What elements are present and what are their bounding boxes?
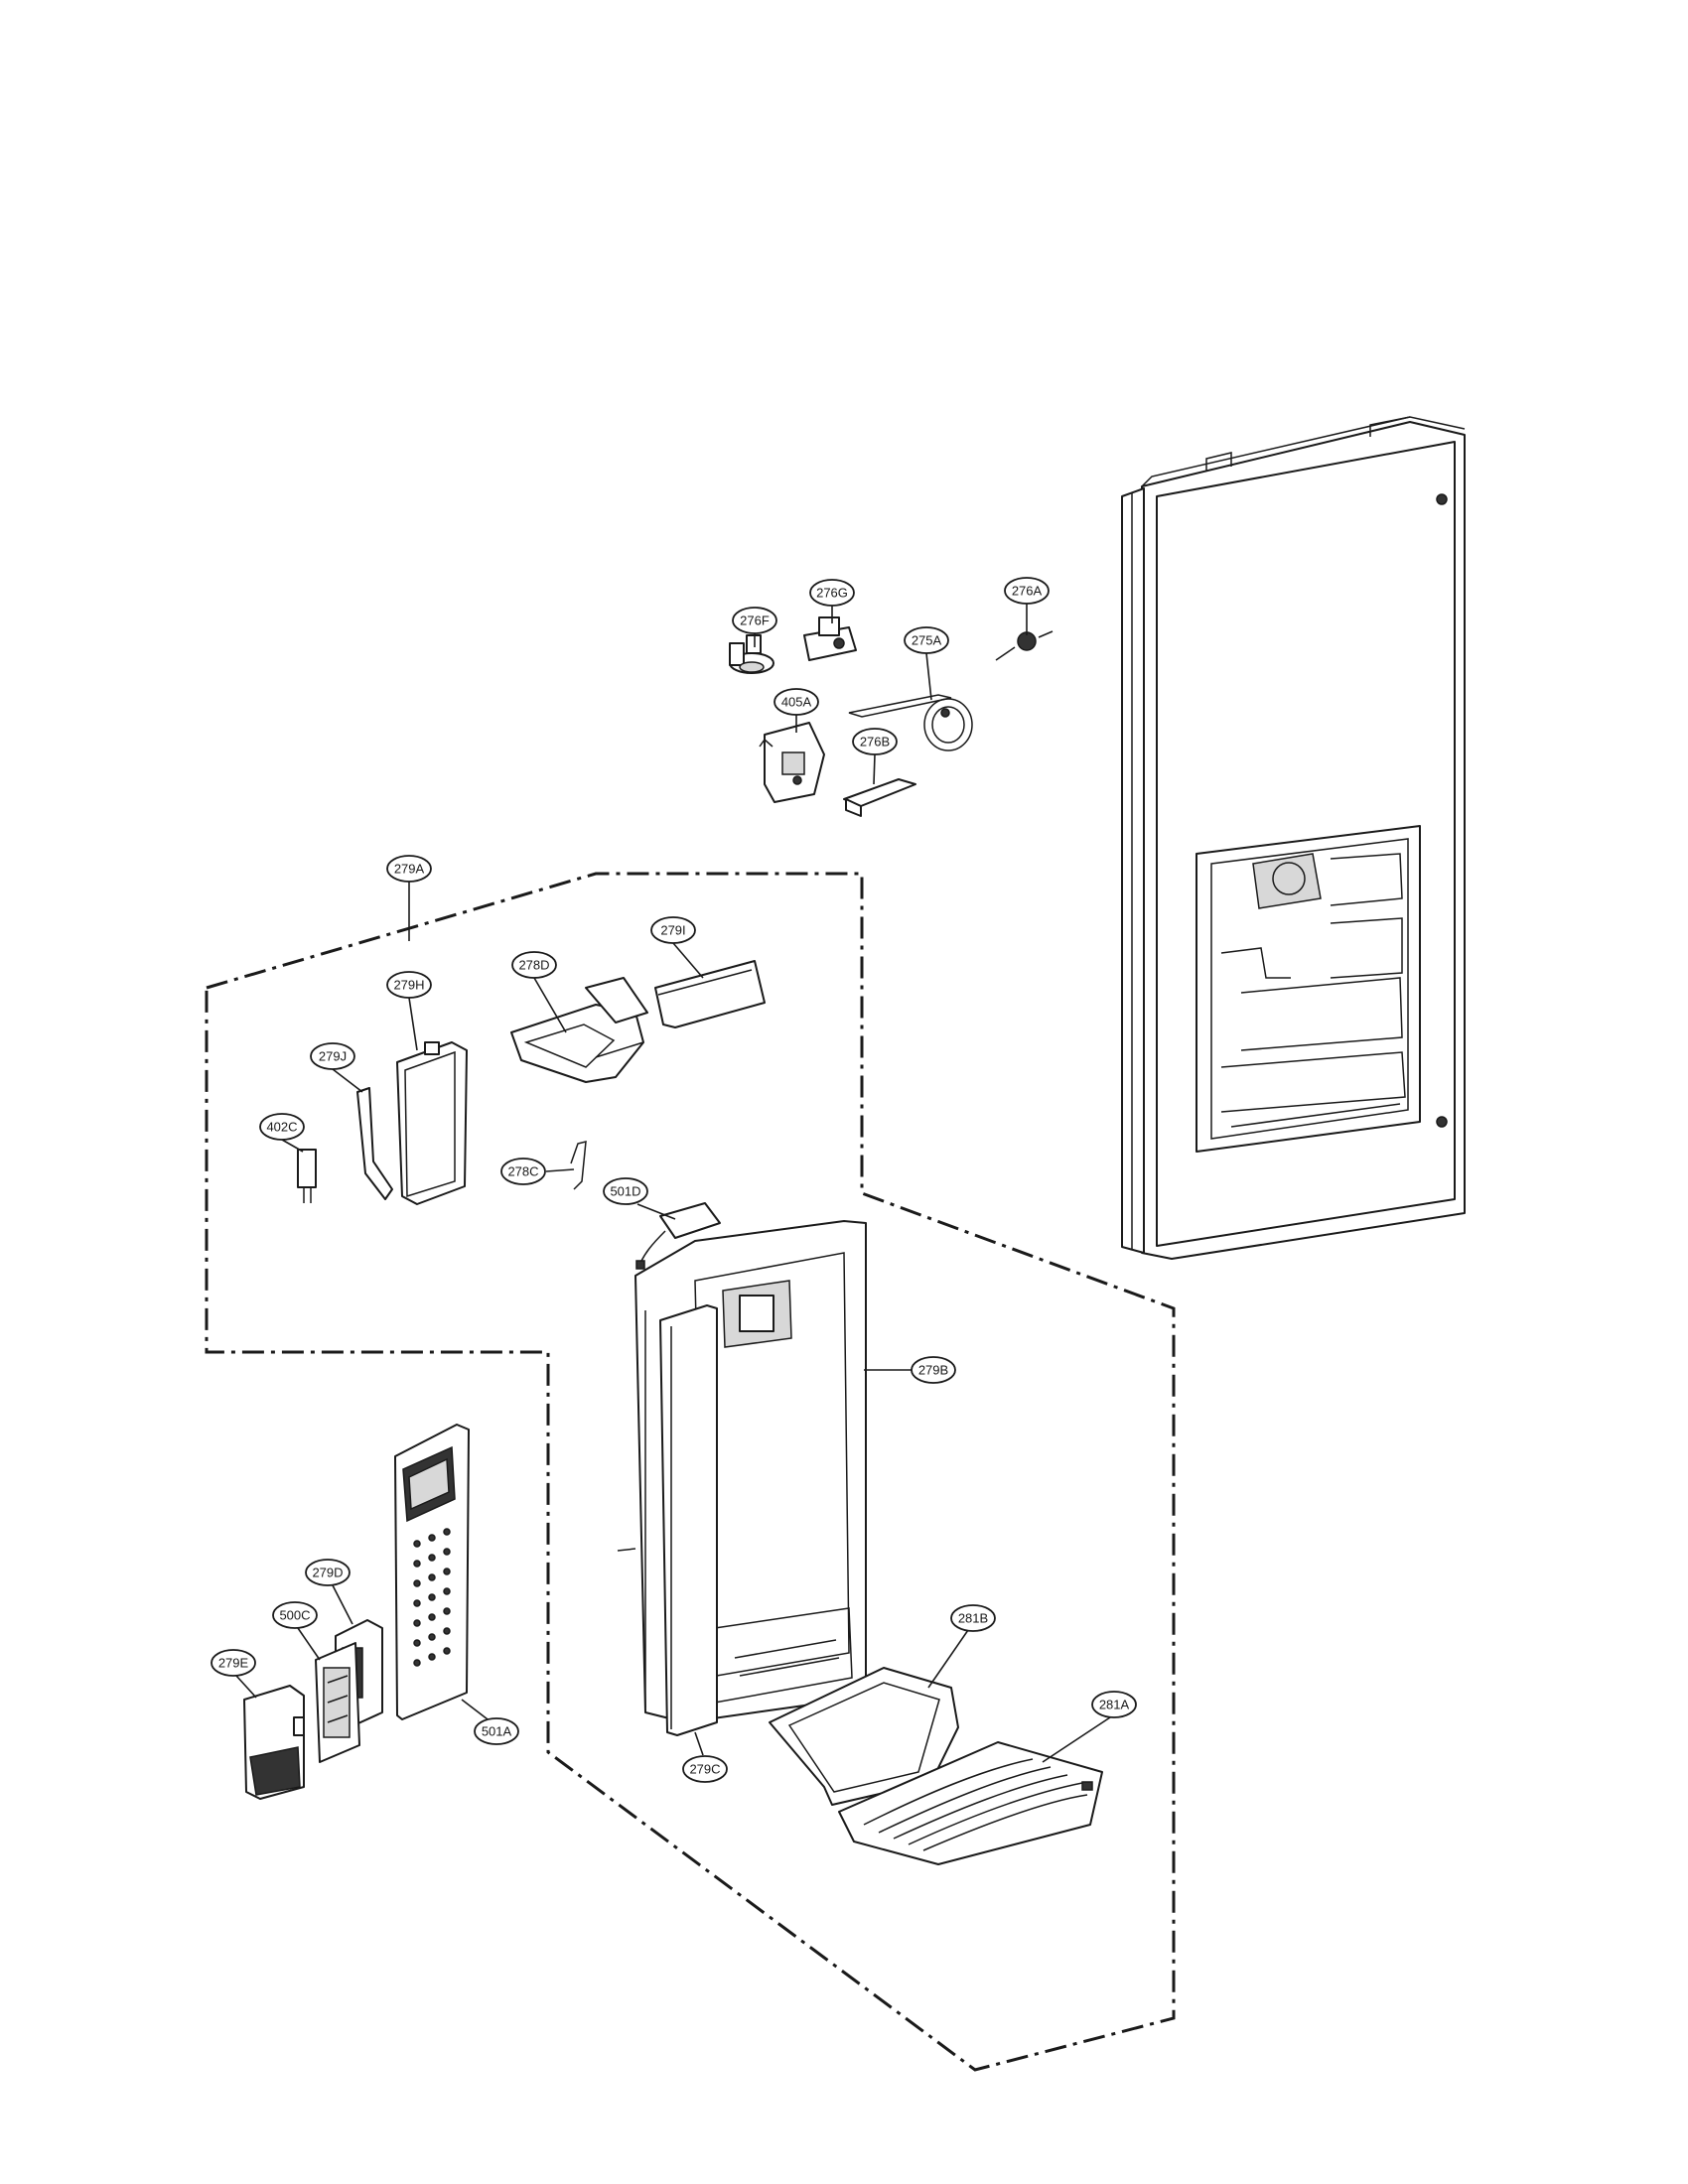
callout-label: 276B [860, 735, 890, 750]
part-281B-drip-tray [769, 1667, 959, 1806]
callout-279H: 279H [386, 971, 432, 999]
callout-501D: 501D [603, 1177, 648, 1205]
callout-276B: 276B [852, 728, 898, 755]
button-grid [413, 1528, 451, 1667]
callout-label: 279D [312, 1566, 343, 1580]
part-281A-grille [838, 1741, 1103, 1865]
part-402C-switch [297, 1149, 317, 1203]
callout-label: 279H [393, 978, 424, 993]
callout-279C: 279C [682, 1755, 728, 1783]
callout-label: 501A [482, 1724, 512, 1739]
part-405A-solenoid [759, 722, 825, 803]
part-501D-pcb [635, 1202, 721, 1270]
callout-label: 405A [781, 695, 812, 710]
callout-label: 402C [266, 1120, 297, 1135]
callout-500C: 500C [272, 1601, 318, 1629]
callout-501A: 501A [474, 1717, 519, 1745]
part-276G-valve [803, 616, 857, 661]
part-279J-lever [356, 1087, 393, 1200]
callout-281A: 281A [1091, 1691, 1137, 1718]
part-279I-cover [654, 960, 766, 1028]
callout-label: 279A [394, 862, 425, 877]
callout-label: 281A [1099, 1698, 1130, 1712]
callout-279A: 279A [386, 855, 432, 883]
part-275A-heater-wire [848, 694, 973, 751]
callout-label: 500C [279, 1608, 310, 1623]
callout-279B: 279B [911, 1356, 956, 1384]
callout-402C: 402C [259, 1113, 305, 1141]
callout-405A: 405A [774, 688, 819, 716]
callout-276F: 276F [732, 607, 777, 634]
callout-label: 275A [912, 633, 942, 648]
callout-label: 278C [507, 1164, 538, 1179]
callout-279J: 279J [310, 1042, 355, 1070]
part-279E-cover [243, 1685, 305, 1800]
callout-278D: 278D [511, 951, 557, 979]
part-276B-bracket [843, 778, 916, 817]
callout-278C: 278C [500, 1158, 546, 1185]
part-500C-sensor-board [315, 1642, 360, 1763]
callout-label: 279C [689, 1762, 720, 1777]
callout-279E: 279E [211, 1649, 256, 1677]
part-278D-funnel [510, 977, 648, 1083]
part-501A-display-panel [394, 1424, 470, 1720]
part-276A-fitting [995, 630, 1054, 661]
callout-label: 276F [740, 614, 770, 628]
callout-label: 279B [918, 1363, 948, 1378]
callout-281B: 281B [950, 1604, 996, 1632]
callout-279D: 279D [305, 1559, 351, 1586]
part-278C-spring [570, 1141, 587, 1190]
part-279C-trim-strip [659, 1304, 718, 1736]
callout-label: 276G [816, 586, 848, 601]
callout-label: 501D [610, 1184, 640, 1199]
callout-label: 279I [660, 923, 685, 938]
callout-label: 279E [218, 1656, 249, 1671]
door-panel [1121, 416, 1466, 1260]
callout-275A: 275A [904, 626, 949, 654]
callout-label: 276A [1012, 584, 1043, 599]
callout-label: 281B [958, 1611, 988, 1626]
part-279B-dispenser-housing [617, 1220, 867, 1723]
callout-label: 279J [319, 1049, 347, 1064]
assembly-279A-outline [205, 872, 1176, 2072]
part-279H-module [396, 1041, 468, 1205]
part-276F-valve-fitting [729, 634, 774, 674]
callout-label: 278D [518, 958, 549, 973]
callout-276G: 276G [809, 579, 855, 607]
callout-276A: 276A [1004, 577, 1050, 605]
callout-279I: 279I [650, 916, 696, 944]
